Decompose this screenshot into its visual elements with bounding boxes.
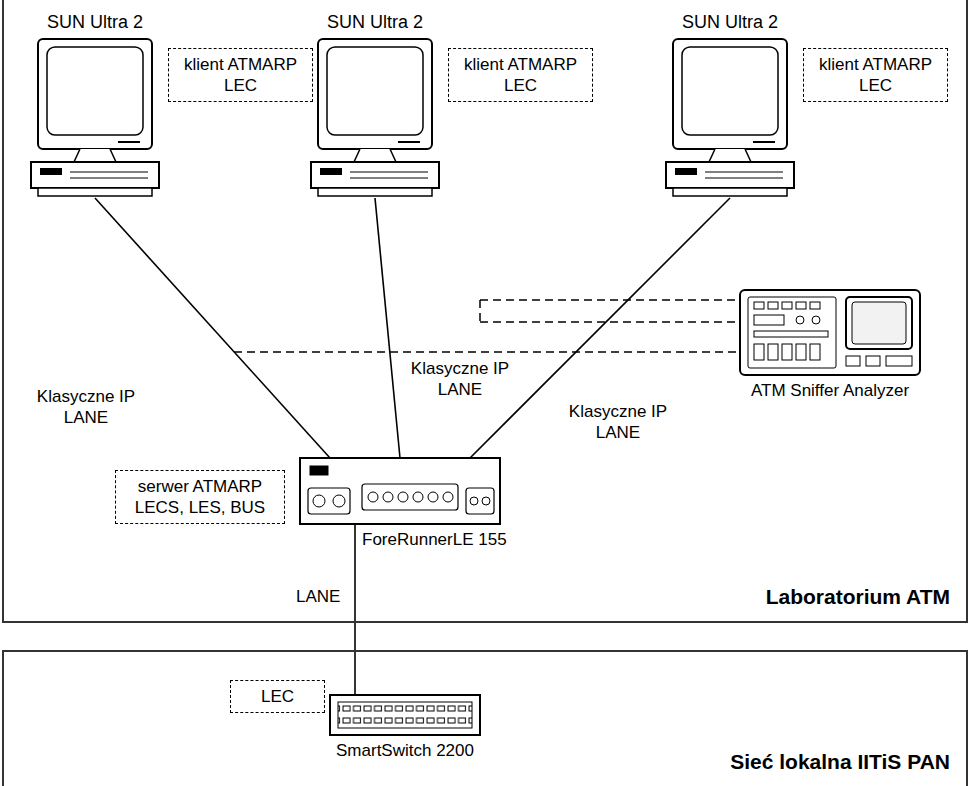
link-label: LANE: [294, 585, 342, 608]
analyzer-device: ATM Sniffer Analyzer: [740, 290, 920, 375]
software-box: klient ATMARP LEC: [448, 48, 593, 102]
lan-switch: SmartSwitch 2200: [330, 695, 480, 735]
workstation-illustration: [311, 39, 439, 196]
software-label: LEC: [240, 686, 315, 707]
software-box: klient ATMARP LEC: [803, 48, 948, 102]
software-box: klient ATMARP LEC: [168, 48, 313, 102]
device-name: ForeRunnerLE 155: [362, 530, 507, 550]
atm-switch: ForeRunnerLE 155: [300, 458, 500, 524]
link-label: Klasyczne IP LANE: [402, 357, 518, 401]
device-name: SUN Ultra 2: [300, 12, 450, 33]
software-label: serwer ATMARP LECS, LES, BUS: [125, 476, 275, 518]
network-region: LECSmartSwitch 2200Sieć lokalna IITiS PA…: [2, 650, 968, 786]
sniffer-illustration: [740, 290, 920, 375]
workstation-illustration: [666, 39, 794, 196]
network-link: [354, 524, 356, 695]
software-label: klient ATMARP LEC: [458, 54, 583, 96]
device-name: SmartSwitch 2200: [336, 741, 474, 761]
workstation: SUN Ultra 2: [30, 38, 160, 198]
lan-switch-illustration: [330, 695, 480, 735]
software-box: LEC: [230, 680, 325, 713]
device-name: ATM Sniffer Analyzer: [751, 381, 909, 401]
region-title: Sieć lokalna IITiS PAN: [730, 750, 950, 774]
workstation-illustration: [31, 39, 159, 196]
software-label: klient ATMARP LEC: [178, 54, 303, 96]
link-label: Klasyczne IP LANE: [28, 385, 144, 429]
network-region: SUN Ultra 2klient ATMARP LECSUN Ultra 2k…: [2, 0, 968, 623]
device-name: SUN Ultra 2: [20, 12, 170, 33]
network-link: [375, 198, 400, 458]
region-title: Laboratorium ATM: [766, 585, 950, 609]
workstation: SUN Ultra 2: [665, 38, 795, 198]
link-label: Klasyczne IP LANE: [560, 400, 676, 444]
network-link: [470, 198, 730, 458]
workstation: SUN Ultra 2: [310, 38, 440, 198]
atm-switch-illustration: [300, 458, 500, 524]
device-name: SUN Ultra 2: [655, 12, 805, 33]
software-label: klient ATMARP LEC: [813, 54, 938, 96]
software-box: serwer ATMARP LECS, LES, BUS: [115, 470, 285, 524]
sniffer-tap-lines: [234, 300, 740, 352]
